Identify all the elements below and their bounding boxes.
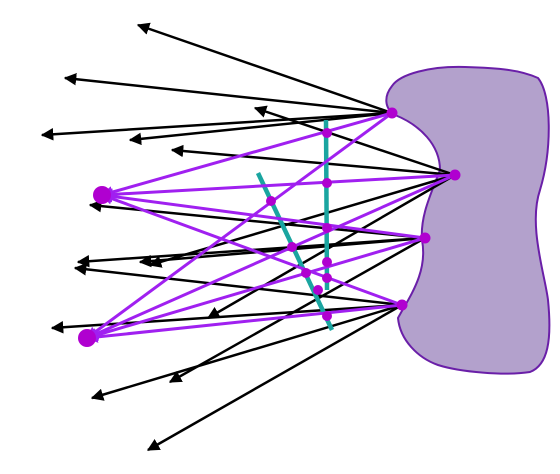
black-ray [128, 111, 393, 146]
black-ray [136, 22, 393, 115]
purple-ray [85, 236, 426, 341]
purple-ray [100, 190, 426, 240]
object-shape [385, 65, 551, 375]
black-ray [170, 144, 456, 177]
purple-ray [100, 173, 456, 201]
source-point [449, 169, 461, 181]
point-group [78, 107, 461, 347]
camera-center [78, 329, 96, 347]
projection-point [322, 273, 332, 283]
source-point [396, 299, 408, 311]
source-point [386, 107, 398, 119]
projection-point [322, 178, 332, 188]
purple-ray [100, 111, 393, 198]
purple-ray [100, 193, 403, 307]
black-ray [148, 173, 456, 268]
camera-center [93, 186, 111, 204]
projection-point [322, 311, 332, 321]
purple-ray [85, 303, 403, 343]
projection-point [322, 257, 332, 267]
projection-point [322, 223, 332, 233]
black-ray [50, 303, 403, 334]
purple-ray-group [85, 111, 456, 343]
black-ray [73, 263, 403, 307]
source-point [419, 232, 431, 244]
purple-ray [86, 111, 393, 340]
black-ray [63, 72, 393, 115]
projection-point [313, 285, 323, 295]
projection-point [322, 128, 332, 138]
projection-point [266, 196, 276, 206]
projection-point [301, 268, 311, 278]
black-ray [90, 303, 403, 401]
projection-point [287, 242, 297, 252]
black-ray [146, 303, 403, 452]
black-ray [40, 111, 393, 141]
black-ray [168, 236, 426, 384]
